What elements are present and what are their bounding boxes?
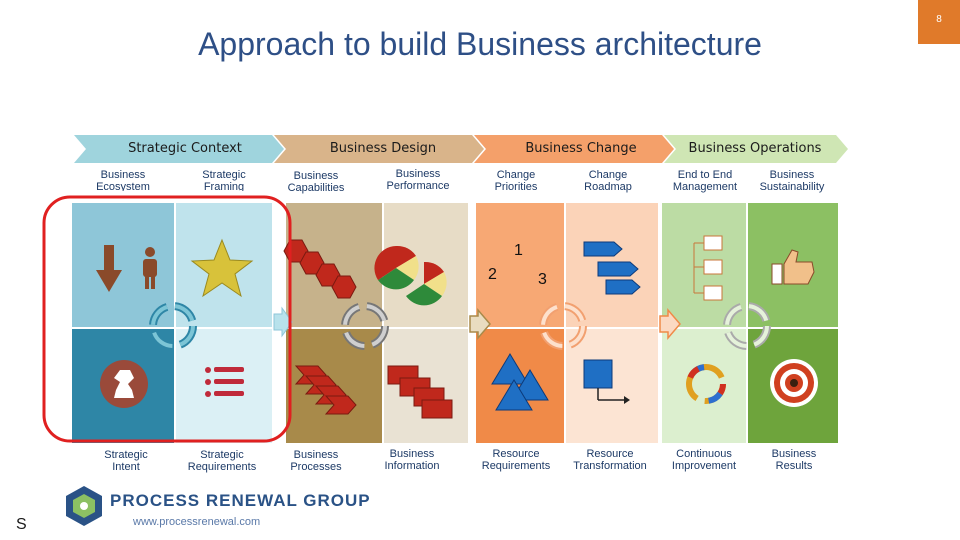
phase-label-strategic-context: Strategic Context [128,141,242,156]
checklist-icon [693,235,723,301]
cycle-icon [723,302,771,350]
roadmap-arrows-icon [583,241,641,295]
arrow-icon [469,307,491,341]
list-icon [205,367,244,397]
cell-continuous-improvement [662,329,746,443]
rect-stack-icon [387,365,453,419]
flowchart-icon [583,359,630,404]
phase-chevron-business-design [274,135,484,163]
chess-knight-icon [100,360,148,408]
company-url[interactable]: www.processrenewal.com [133,516,261,528]
logo-icon [66,486,102,526]
pie-pieces-icon [374,245,447,306]
arrow-icon [273,306,293,338]
highlight-box [42,195,292,443]
phase-label-business-change: Business Change [525,141,637,156]
thumbs-up-icon [771,249,815,285]
triangles-icon [491,353,549,411]
slide-title: Approach to build Business architecture [198,26,762,62]
page-number: 8 [918,0,960,44]
priority-number-1: 1 [514,242,523,259]
down-arrow-icon [96,245,122,292]
phase-chevron-business-change [474,135,674,163]
cycle-icon [539,302,587,350]
priority-number-3: 3 [538,271,547,288]
phase-chevron-business-operations [664,135,848,163]
cycle-icon [341,302,389,350]
cell-strategic-requirements [176,329,272,443]
star-icon [190,238,254,298]
phase-label-business-operations: Business Operations [688,141,822,156]
footer-letter: S [16,516,27,533]
company-name: PROCESS RENEWAL GROUP [110,491,371,510]
priority-number-2: 2 [488,266,497,283]
phase-chevron-strategic-context [74,135,284,163]
person-icon [143,247,157,289]
improvement-cycle-icon [686,364,726,404]
cycle-icon [149,302,197,350]
phase-label-business-design: Business Design [329,141,437,156]
flow-process-icon [294,365,357,415]
arrow-icon [659,307,681,341]
target-icon [770,359,818,407]
